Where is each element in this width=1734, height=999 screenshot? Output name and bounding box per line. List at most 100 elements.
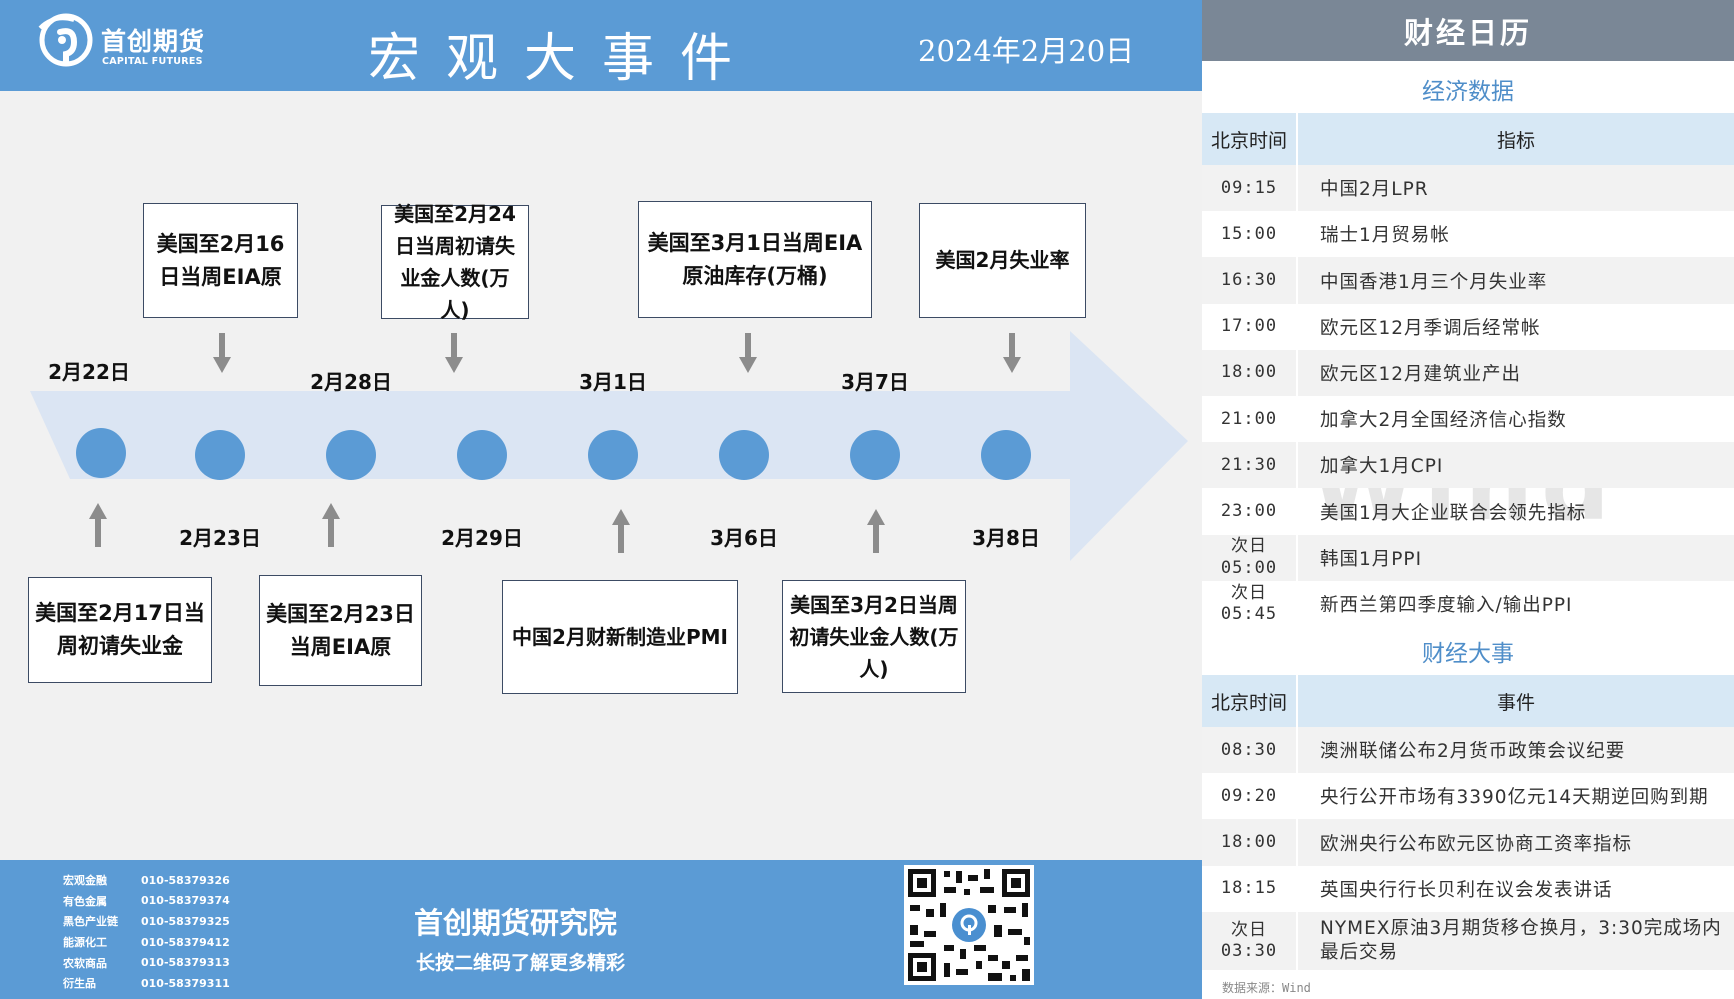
col-event-header: 事件 xyxy=(1496,691,1535,714)
event-box: 美国至2月17日当周初请失业金 xyxy=(28,577,212,683)
logo-name-cn: 首创期货 xyxy=(101,27,206,56)
col-time-header: 北京时间 xyxy=(1202,113,1298,165)
row-item: 欧洲央行公布欧元区协商工资率指标 xyxy=(1320,833,1633,855)
contact-name: 衍生品 xyxy=(63,977,96,991)
date-label: 3月6日 xyxy=(710,526,778,550)
contact-name: 有色金属 xyxy=(63,894,107,908)
row-item: NYMEX原油3月期货移仓换月，3:30完成场内最后交易 xyxy=(1320,917,1722,963)
econ-table-header: 北京时间 指标 xyxy=(1202,113,1734,165)
contact-phone: 010-58379412 xyxy=(141,935,230,949)
logo-name-en: CAPITAL FUTURES xyxy=(102,56,203,67)
table-row: 次日 05:00 韩国1月PPI xyxy=(1202,534,1734,581)
table-row: 08:30 澳洲联储公布2月货币政策会议纪要 xyxy=(1202,727,1734,774)
row-item: 中国2月LPR xyxy=(1320,179,1429,201)
events-title: 财经大事 xyxy=(1202,627,1734,675)
row-item: 英国央行行长贝利在议会发表讲话 xyxy=(1320,879,1613,901)
row-item: 美国1月大企业联合会领先指标 xyxy=(1320,502,1587,524)
up-arrow-icon xyxy=(322,503,340,547)
date-label: 3月8日 xyxy=(972,526,1040,550)
econ-data-title: 经济数据 xyxy=(1202,65,1734,113)
event-text: 美国至3月1日当周EIA原油库存(万桶) xyxy=(647,230,863,288)
date-label: 2月22日 xyxy=(48,360,130,384)
row-time: 18:15 xyxy=(1202,865,1298,912)
timeline-dot xyxy=(850,430,900,480)
calendar-title: 财经日历 xyxy=(1202,0,1734,61)
row-item: 加拿大1月CPI xyxy=(1320,456,1444,478)
institute-subtitle: 长按二维码了解更多精彩 xyxy=(416,952,626,974)
down-arrow-icon xyxy=(213,333,231,373)
row-item: 澳洲联储公布2月货币政策会议纪要 xyxy=(1320,741,1626,763)
timeline-dot xyxy=(719,430,769,480)
table-row: 21:30 加拿大1月CPI xyxy=(1202,442,1734,489)
contact-phone: 010-58379374 xyxy=(141,894,230,908)
contact-name: 宏观金融 xyxy=(63,874,107,888)
event-box: 美国至2月16日当周EIA原 xyxy=(143,203,298,318)
up-arrow-icon xyxy=(867,509,885,553)
row-time: 18:00 xyxy=(1202,349,1298,397)
event-box: 美国2月失业率 xyxy=(919,203,1086,318)
row-time: 08:30 xyxy=(1202,727,1298,774)
row-time: 次日 03:30 xyxy=(1202,911,1298,970)
timeline-dot xyxy=(457,430,507,480)
row-time: 23:00 xyxy=(1202,488,1298,535)
timeline-dot xyxy=(326,430,376,480)
contact-phone: 010-58379326 xyxy=(141,873,230,887)
timeline-dot xyxy=(195,430,245,480)
row-time: 09:20 xyxy=(1202,773,1298,820)
date-label: 2月28日 xyxy=(310,370,392,394)
table-row: 18:00 欧洲央行公布欧元区协商工资率指标 xyxy=(1202,819,1734,866)
date-label: 3月1日 xyxy=(579,370,647,394)
row-time: 17:00 xyxy=(1202,303,1298,350)
row-item: 韩国1月PPI xyxy=(1320,548,1423,570)
event-text: 美国至2月17日当周初请失业金 xyxy=(35,601,205,658)
financial-calendar-panel: 财经日历 经济数据 北京时间 指标 Wind 09:15中国2月LPR15:00… xyxy=(1202,0,1734,999)
event-box: 美国至3月2日当周初请失业金人数(万人) xyxy=(782,580,966,693)
table-row: 18:00 欧元区12月建筑业产出 xyxy=(1202,349,1734,397)
row-time: 21:30 xyxy=(1202,442,1298,489)
capital-futures-logo-icon xyxy=(38,13,93,67)
top-banner: 首创期货 CAPITAL FUTURES 宏观大事件 2024年2月20日 xyxy=(0,0,1202,91)
down-arrow-icon xyxy=(739,333,757,373)
row-time: 21:00 xyxy=(1202,396,1298,443)
row-item: 欧元区12月建筑业产出 xyxy=(1320,363,1522,385)
row-time: 次日 05:45 xyxy=(1202,580,1298,628)
events-table-header: 北京时间 事件 xyxy=(1202,675,1734,727)
contact-row: 有色金属 010-58379374 xyxy=(63,891,230,912)
institute-name: 首创期货研究院 xyxy=(414,906,618,940)
data-source-note: 数据来源：Wind xyxy=(1222,981,1311,995)
date-label: 2月23日 xyxy=(179,526,261,550)
qr-code-icon[interactable] xyxy=(904,865,1034,985)
table-row: 23:00 美国1月大企业联合会领先指标 xyxy=(1202,488,1734,535)
timeline-dot xyxy=(981,430,1031,480)
row-time: 18:00 xyxy=(1202,819,1298,866)
event-box: 中国2月财新制造业PMI xyxy=(502,580,738,694)
event-text: 美国2月失业率 xyxy=(935,248,1070,272)
col-time-header: 北京时间 xyxy=(1202,675,1298,727)
row-item: 中国香港1月三个月失业率 xyxy=(1320,271,1548,293)
table-row: 18:15 英国央行行长贝利在议会发表讲话 xyxy=(1202,865,1734,912)
row-item: 欧元区12月季调后经常帐 xyxy=(1320,317,1541,339)
event-box: 美国至2月23日当周EIA原 xyxy=(259,575,422,686)
table-row: 次日 03:30 NYMEX原油3月期货移仓换月，3:30完成场内最后交易 xyxy=(1202,911,1734,970)
date-label: 2月29日 xyxy=(441,526,523,550)
report-date: 2024年2月20日 xyxy=(918,34,1135,68)
event-text: 美国至2月16日当周EIA原 xyxy=(156,231,285,289)
event-box: 美国至2月24日当周初请失业金人数(万人) xyxy=(381,202,529,322)
row-time: 次日 05:00 xyxy=(1202,534,1298,581)
table-row: 16:30 中国香港1月三个月失业率 xyxy=(1202,257,1734,304)
contact-phone: 010-58379313 xyxy=(141,956,230,970)
table-row: 17:00 欧元区12月季调后经常帐 xyxy=(1202,303,1734,350)
contact-name: 黑色产业链 xyxy=(63,915,118,929)
row-time: 16:30 xyxy=(1202,257,1298,304)
timeline-dot xyxy=(588,430,638,480)
date-label: 3月7日 xyxy=(841,370,909,394)
